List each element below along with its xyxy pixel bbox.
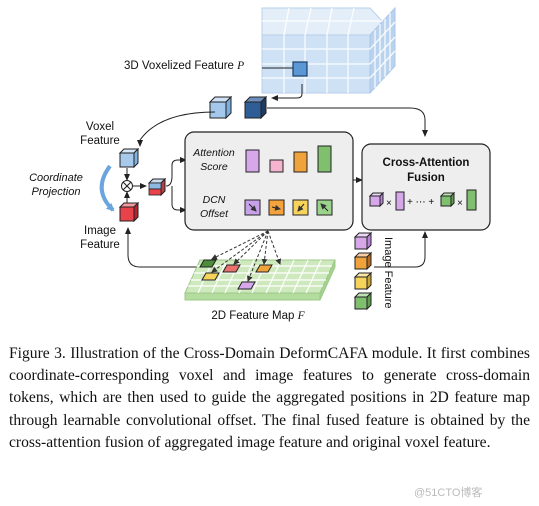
image-feature-label-line1: Image [84,225,116,237]
map-to-image-feature-arrow [125,227,200,268]
score-bar-3 [293,151,308,173]
aggregated-image-feature-column [353,231,373,311]
sampled-voxel-dark [243,95,268,120]
image-feature-label-line2: Feature [80,239,120,251]
image-feature-cube [118,201,140,223]
cross-attention-fusion-panel [361,143,491,231]
attention-offset-panel [184,131,354,231]
dcn-offset-line2: Offset [200,208,229,220]
score-bar-1 [245,149,260,173]
voxelized-feature-label: 3D Voxelized Feature [124,60,234,72]
image-token-green [353,291,373,311]
caption-prefix: Figure 3. [9,345,66,362]
coordinate-projection-line2: Projection [32,186,81,198]
combine-operator [121,180,133,192]
svg-text:3D Voxelized Feature P: 3D Voxelized Feature P [124,60,244,72]
attention-score-bars [245,145,332,173]
attention-score-line1: Attention [192,147,235,159]
dcn-offset-tiles [244,199,333,216]
sample-cell-red [222,264,241,273]
coordinate-projection-line1: Coordinate [29,172,83,184]
image-tokens-to-fusion-arrow [374,231,428,268]
score-bar-2 [269,159,284,173]
cross-attention-title-line1: Cross-Attention [383,157,470,169]
voxel-to-sample-arrow [271,84,303,101]
cross-domain-token [147,177,167,197]
cross-attention-title-line2: Fusion [407,172,445,184]
image-feature-vertical-label: Image Feature [382,237,394,309]
fusion-times-1: × [386,198,392,209]
sampled-voxel-blue [208,95,233,120]
sample-to-voxel-arrow [137,111,216,147]
score-bar-4 [317,145,332,173]
voxel-feature-label-line1: Voxel [86,121,114,133]
sample-cell-yellow [201,272,220,281]
caption-text: Illustration of the Cross-Domain DeformC… [9,345,530,451]
voxelized-feature-symbol: P [236,60,244,72]
image-token-violet [353,231,373,251]
fusion-formula: × + ⋯ + × [368,189,477,211]
fusion-sum: + ⋯ + [407,197,434,208]
feature-map-label: 2D Feature Map [211,310,294,322]
feature-map-grid [184,259,336,301]
voxel-feature-label-line2: Feature [80,135,120,147]
voxel-to-fusion-arrow [267,107,428,137]
image-token-yellow [353,271,373,291]
sample-cell-green [199,259,217,268]
image-token-orange [353,251,373,271]
sample-cell-orange [255,264,273,273]
figure-caption: Figure 3. Illustration of the Cross-Doma… [9,343,530,454]
figure-diagram: 3D Voxelized Feature P Voxel Feature Coo… [29,6,491,322]
coordinate-projection-arrow [99,164,115,212]
voxelized-feature-cube [261,6,397,95]
sample-cell-violet [237,281,256,290]
voxel-feature-cube [118,147,140,169]
fusion-times-2: × [457,198,463,209]
sampling-offset-arrows [211,230,282,282]
watermark: @51CTO博客 [414,487,483,499]
feature-map-symbol: F [297,310,306,322]
attention-score-line2: Score [200,161,228,173]
dcn-offset-line1: DCN [203,194,226,206]
svg-text:2D Feature Map F: 2D Feature Map F [211,310,305,322]
